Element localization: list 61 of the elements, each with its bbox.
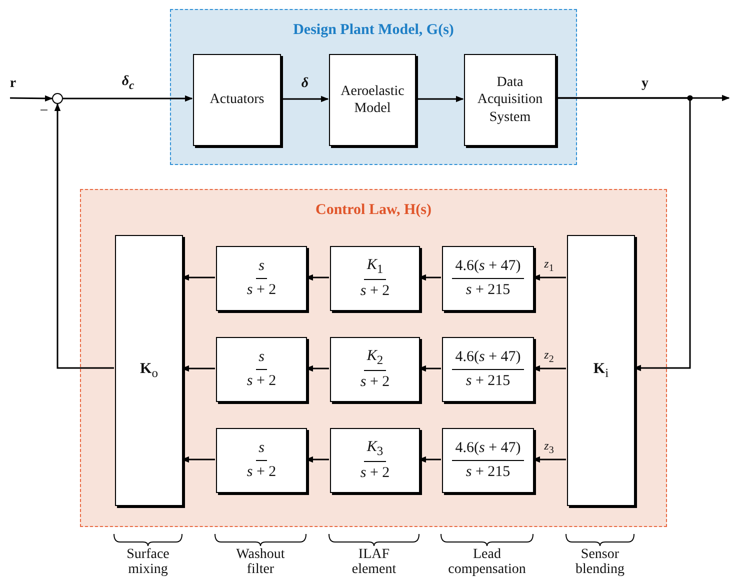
numerator: 4.6(s + 47): [452, 348, 524, 370]
numerator: K$_{1}$: [364, 256, 386, 280]
denominator: s + 2: [246, 372, 278, 391]
numerator: 4.6(s + 47): [452, 439, 524, 461]
numerator: K$_{2}$: [364, 346, 386, 372]
denominator: s + 215: [464, 281, 512, 300]
gain-block: [567, 235, 635, 506]
denominator: s + 2: [359, 464, 391, 484]
transfer-function-block: [330, 428, 420, 493]
transfer-function-block: [216, 337, 307, 402]
column-caption: ILAF element: [352, 547, 396, 577]
minus-sign: −: [40, 104, 48, 119]
column-caption: Surface mixing: [126, 547, 170, 577]
block-label: K$_{o}$: [140, 360, 158, 382]
signal-label: z$_{3}$: [544, 438, 554, 456]
transfer-function-block: [442, 337, 534, 402]
plant-model-region: [170, 9, 577, 165]
numerator: s: [256, 257, 268, 279]
arrow: [10, 95, 53, 102]
transfer-function-block: [216, 428, 307, 493]
process-box: [464, 54, 556, 146]
arrow: [280, 96, 329, 102]
signal-label: δ$_{c}$: [122, 74, 134, 92]
numerator: K$_{3}$: [364, 438, 386, 462]
block-label: Aeroelastic Model: [340, 82, 406, 118]
arrow: [54, 103, 114, 369]
denominator: s + 215: [464, 372, 512, 391]
arrow: [415, 96, 464, 102]
transfer-function-block: [330, 246, 420, 311]
denominator: s + 2: [246, 463, 278, 482]
block-label: K$_{i}$: [593, 360, 609, 382]
arrow: [555, 97, 691, 372]
process-box: [329, 54, 416, 146]
denominator: s + 2: [359, 373, 391, 392]
denominator: s + 2: [246, 281, 278, 300]
summing-junction: [52, 93, 63, 104]
column-caption: Sensor blending: [576, 547, 624, 577]
transfer-function-block: [442, 428, 534, 493]
numerator: s: [256, 348, 268, 370]
block-label: Data Acquisition System: [476, 74, 544, 126]
arrow: [63, 95, 193, 102]
column-caption: Washout filter: [236, 547, 285, 577]
signal-label: δ: [301, 76, 309, 92]
transfer-function-block: [442, 246, 534, 311]
numerator: 4.6(s + 47): [452, 257, 524, 279]
transfer-function-block: [216, 246, 307, 311]
transfer-function-block: [330, 337, 420, 402]
control-law-region: [80, 189, 667, 527]
process-box: [193, 54, 281, 146]
numerator: s: [256, 439, 268, 461]
gain-block: [115, 235, 183, 506]
signal-label: z$_{1}$: [544, 256, 554, 274]
signal-label: z$_{2}$: [544, 348, 554, 365]
signal-label: r: [10, 76, 16, 92]
denominator: s + 2: [359, 282, 391, 302]
region-title: Design Plant Model, G(s): [292, 22, 455, 39]
denominator: s + 215: [464, 463, 512, 482]
signal-label: y: [642, 76, 648, 92]
block-label: Actuators: [210, 91, 264, 109]
column-caption: Lead compensation: [448, 547, 526, 577]
region-title: Control Law, H(s): [314, 202, 432, 219]
